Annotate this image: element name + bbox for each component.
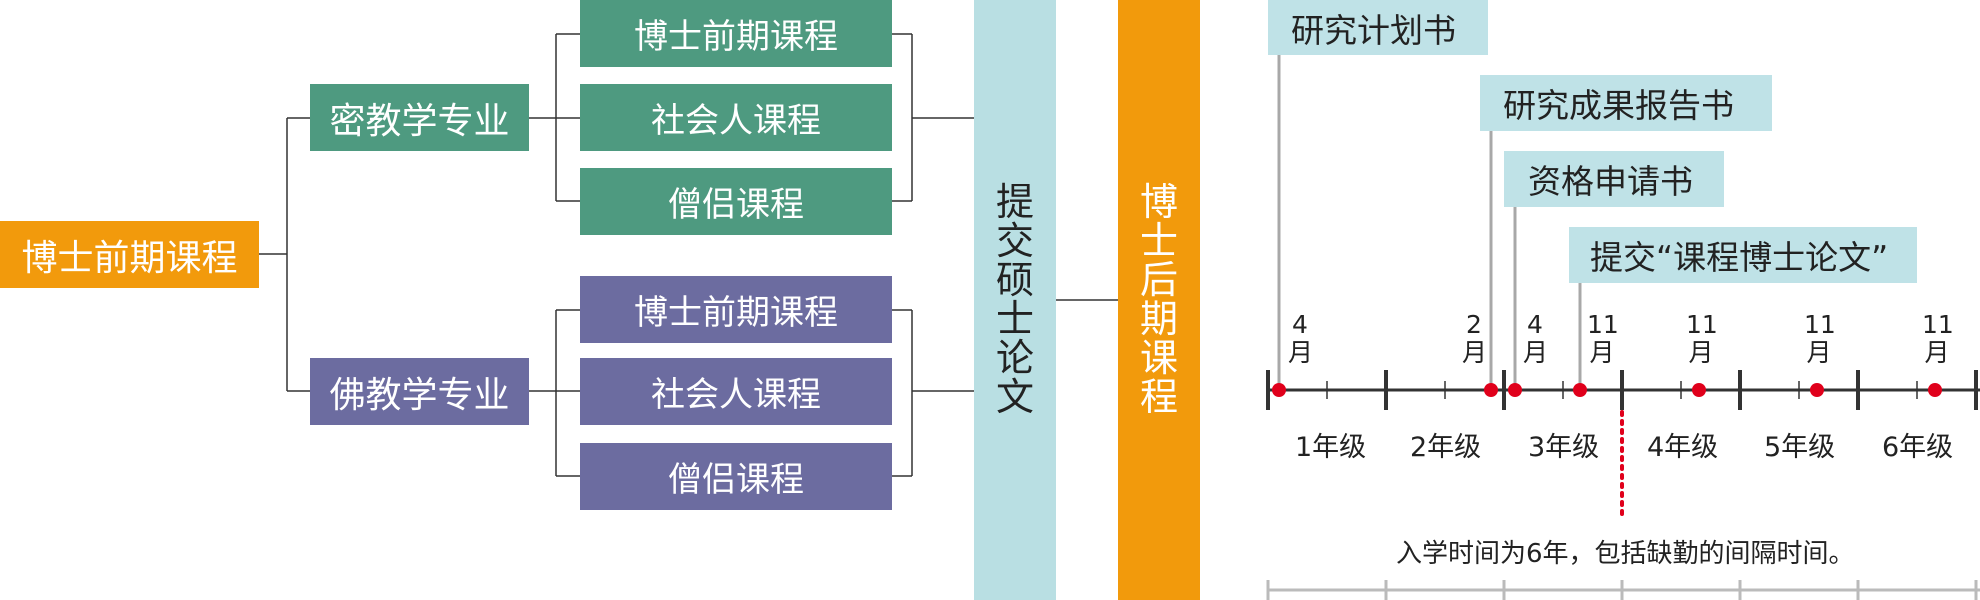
grade-label: 3年级 <box>1528 432 1600 463</box>
grade-label: 5年级 <box>1764 432 1836 463</box>
major-buddhist: 佛教学专业 <box>310 358 529 425</box>
latter-char: 程 <box>1139 375 1178 419</box>
thesis-char: 文 <box>995 375 1034 419</box>
thesis-char: 交 <box>995 219 1034 263</box>
thesis-bar: 提 交 硕 士 论 文 <box>974 0 1056 600</box>
marker-dot <box>1928 383 1942 397</box>
grade-label: 6年级 <box>1882 432 1954 463</box>
course-box: 博士前期课程 <box>580 0 892 67</box>
marker-dot <box>1573 383 1587 397</box>
marker-dot <box>1692 383 1706 397</box>
marker-dot <box>1810 383 1824 397</box>
marker-dot <box>1508 383 1522 397</box>
latter-char: 课 <box>1139 336 1178 380</box>
thesis-char: 硕 <box>995 258 1034 302</box>
marker-dot <box>1272 383 1286 397</box>
latter-course-bar: 博 士 后 期 课 程 <box>1118 0 1200 600</box>
thesis-char: 士 <box>995 297 1034 341</box>
doc-thesis-submission: 提交“课程博士论文” <box>1569 227 1917 283</box>
doc-research-plan: 研究计划书 <box>1268 0 1488 55</box>
thesis-char: 论 <box>995 336 1034 380</box>
thesis-char: 提 <box>995 180 1034 224</box>
latter-char: 士 <box>1139 219 1178 263</box>
grade-label: 4年级 <box>1647 432 1719 463</box>
marker-dot <box>1484 383 1498 397</box>
course-box: 僧侣课程 <box>580 443 892 510</box>
latter-char: 博 <box>1139 180 1178 224</box>
major-esoteric: 密教学专业 <box>310 84 529 151</box>
grade-label: 1年级 <box>1295 432 1367 463</box>
root-node: 博士前期课程 <box>0 221 259 288</box>
latter-char: 后 <box>1139 258 1178 302</box>
doc-research-report: 研究成果报告书 <box>1480 75 1772 131</box>
course-box: 僧侣课程 <box>580 168 892 235</box>
course-box: 博士前期课程 <box>580 276 892 343</box>
course-box: 社会人课程 <box>580 358 892 425</box>
doc-qualification: 资格申请书 <box>1504 151 1724 207</box>
enrollment-note: 入学时间为6年，包括缺勤的间隔时间。 <box>1396 539 1855 569</box>
latter-char: 期 <box>1139 297 1178 341</box>
course-box: 社会人课程 <box>580 84 892 151</box>
grade-label: 2年级 <box>1410 432 1482 463</box>
